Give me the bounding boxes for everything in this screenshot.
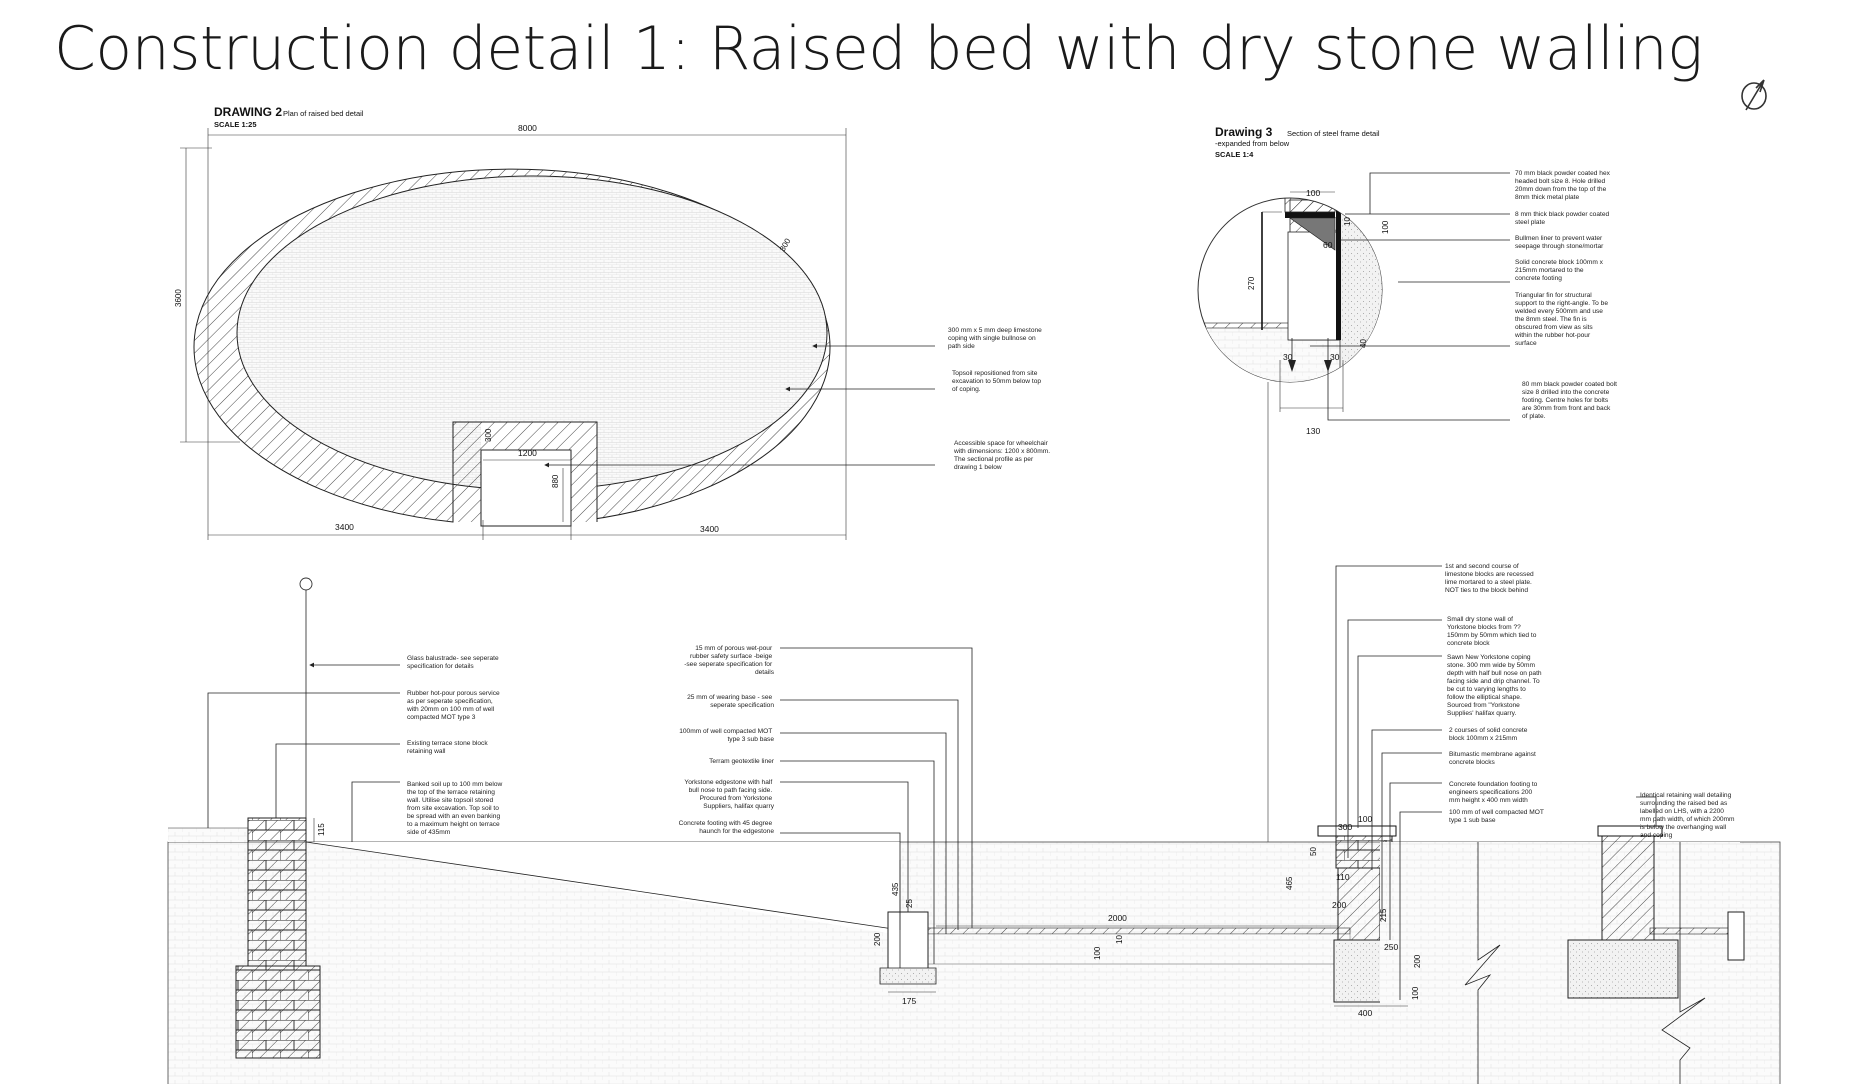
dim-10-path: 10 <box>1115 935 1124 944</box>
note-terram-liner: Terram geotextile liner <box>709 758 775 765</box>
note-plan-access: Accessible space for wheelchair with dim… <box>953 440 1052 471</box>
dim-300-notch: 300 <box>484 428 493 442</box>
section-dimensions: 115 435 25 200 175 2000 10 100 300 100 5… <box>313 814 1422 1018</box>
dim-115: 115 <box>317 823 326 836</box>
note-yorkstone-edgestone: Yorkstone edgestone with half bull nose … <box>684 779 774 810</box>
section-leaders <box>207 565 1657 1000</box>
section-drawing: 115 435 25 200 175 2000 10 100 300 100 5… <box>167 563 1781 1084</box>
dim-25: 25 <box>905 899 914 908</box>
note-dry-stone-wall: Small dry stone wall of Yorkstone blocks… <box>1447 616 1538 647</box>
drawing3-subtitle: Section of steel frame detail <box>1287 129 1380 138</box>
dim-100-side: 100 <box>1381 220 1390 234</box>
note-wet-pour-surface: 15 mm of porous wet-pour rubber safety s… <box>684 645 775 676</box>
note-concrete-courses: 2 courses of solid concrete block 100mm … <box>1449 727 1529 742</box>
drawing2-subtitle: Plan of raised bed detail <box>283 109 364 118</box>
raised-bed-plan-wall <box>193 168 831 527</box>
note-mot-type1: 100 mm of well compacted MOT type 1 sub … <box>1449 809 1546 824</box>
dim-435: 435 <box>891 882 900 896</box>
note-triangular-fin: Triangular fin for structural support to… <box>1514 292 1610 347</box>
dim-30-a: 30 <box>1283 352 1293 362</box>
dim-200-edge: 200 <box>873 932 882 946</box>
dim-8000: 8000 <box>518 123 537 133</box>
page-title: Construction detail 1: Raised bed with d… <box>54 14 1703 84</box>
drawing2-scale: SCALE 1:25 <box>214 120 257 129</box>
note-glass-balustrade: Glass balustrade- see seperate specifica… <box>407 655 500 670</box>
plan-dimensions: 8000 3600 300 300 1200 880 3400 3400 <box>174 123 847 540</box>
dim-110: 110 <box>1336 872 1350 882</box>
detail-dimensions: 100 10 60 100 270 40 30 30 130 <box>1247 188 1390 436</box>
note-rubber-surface: Rubber hot-pour porous service as per se… <box>406 690 502 721</box>
dim-60: 60 <box>1323 240 1333 250</box>
dim-300-coping: 300 <box>1338 822 1352 832</box>
dim-3400-right: 3400 <box>700 524 719 534</box>
dim-10: 10 <box>1343 217 1352 226</box>
dim-200-found: 200 <box>1413 954 1422 968</box>
note-mot-type3: 100mm of well compacted MOT type 3 sub b… <box>679 728 774 743</box>
dim-3600: 3600 <box>174 289 183 307</box>
note-identical-wall: Identical retaining wall detailing surro… <box>1640 792 1736 839</box>
dim-3400-left: 3400 <box>335 522 354 532</box>
dim-465: 465 <box>1285 876 1294 890</box>
plan-leaders <box>544 343 935 468</box>
dim-200-wall: 200 <box>1332 900 1346 910</box>
dim-215: 215 <box>1379 908 1388 922</box>
note-plan-topsoil: Topsoil repositioned from site excavatio… <box>952 370 1043 393</box>
dim-250: 250 <box>1384 942 1398 952</box>
note-limestone-courses: 1st and second course of limestone block… <box>1445 563 1536 594</box>
note-concrete-footing: Concrete footing with 45 degree haunch f… <box>679 820 775 835</box>
dim-300-ring: 300 <box>778 236 793 253</box>
drawing3-subtitle2: -expanded from below <box>1215 139 1290 148</box>
dim-2000: 2000 <box>1108 913 1127 923</box>
note-concrete-block: Solid concrete block 100mm x 215mm morta… <box>1515 259 1605 282</box>
drawing2-heading: DRAWING 2 <box>214 105 282 119</box>
drawing2-plan: DRAWING 2 Plan of raised bed detail SCAL… <box>174 105 1052 540</box>
quill-pen-icon <box>1741 79 1767 111</box>
note-terrace-wall: Existing terrace stone block retaining w… <box>407 740 489 755</box>
note-wearing-base: 25 mm of wearing base - see seperate spe… <box>687 694 774 709</box>
dim-100-found: 100 <box>1411 986 1420 1000</box>
note-bitumastic-membrane: Bitumastic membrane against concrete blo… <box>1449 751 1538 766</box>
dim-880: 880 <box>551 474 560 488</box>
drawing3-heading: Drawing 3 <box>1215 125 1273 139</box>
note-bitumen-liner: Bullmen liner to prevent water seepage t… <box>1515 235 1604 250</box>
note-bolt-hex: 70 mm black powder coated hex headed bol… <box>1515 170 1612 201</box>
dim-1200: 1200 <box>518 448 537 458</box>
drawing3-scale: SCALE 1:4 <box>1215 150 1254 159</box>
dim-30-b: 30 <box>1330 352 1340 362</box>
dim-40: 40 <box>1359 339 1368 348</box>
dim-100-coping: 100 <box>1358 814 1372 824</box>
dim-50: 50 <box>1309 847 1318 856</box>
note-bolt-base: 80 mm black powder coated bolt size 8 dr… <box>1522 381 1619 420</box>
note-steel-plate: 8 mm thick black powder coated steel pla… <box>1515 211 1611 226</box>
dim-270: 270 <box>1247 276 1256 290</box>
dim-100-top: 100 <box>1306 188 1320 198</box>
drawing3-detail: Drawing 3 Section of steel frame detail … <box>1197 125 1619 901</box>
detail-leaders <box>1310 172 1510 421</box>
detail-callout-link <box>1267 382 1340 901</box>
note-banked-soil: Banked soil up to 100 mm below the top o… <box>406 781 504 836</box>
dim-100-path: 100 <box>1093 946 1102 960</box>
dim-130: 130 <box>1306 426 1320 436</box>
note-yorkstone-coping: Sawn New Yorkstone coping stone. 300 mm … <box>1447 654 1543 717</box>
note-concrete-foundation: Concrete foundation footing to engineers… <box>1449 781 1539 804</box>
dim-175: 175 <box>902 996 916 1006</box>
note-plan-coping: 300 mm x 5 mm deep limestone coping with… <box>948 327 1044 350</box>
dim-400: 400 <box>1358 1008 1372 1018</box>
